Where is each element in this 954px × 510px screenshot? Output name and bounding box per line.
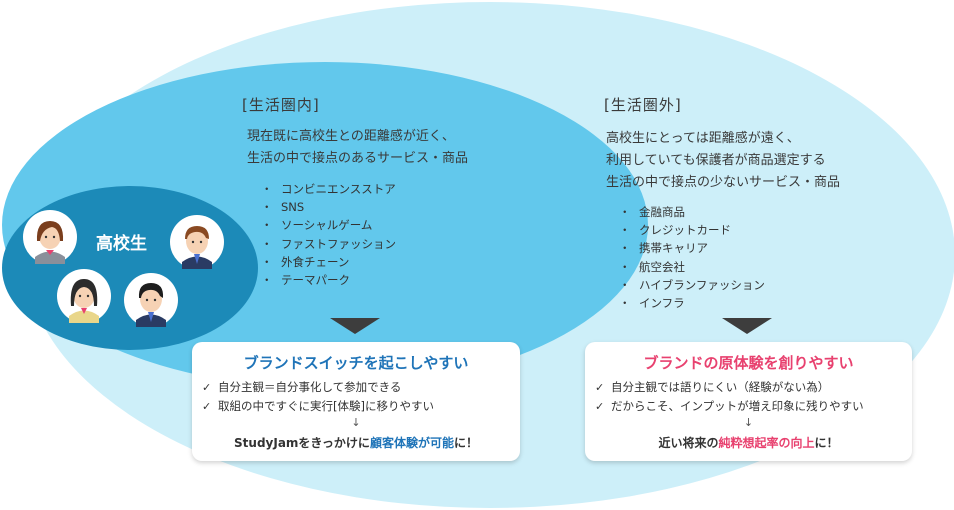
inner-description: 現在既に高校生との距離感が近く、 生活の中で接点のあるサービス・商品 xyxy=(247,126,468,170)
outer-card-title: ブランドの原体験を創りやすい xyxy=(585,352,912,373)
outer-conclusion: 近い将来の純粋想起率の向上に！ xyxy=(585,434,912,451)
list-item: テーマパーク xyxy=(261,271,396,289)
check-item-text: 自分主観＝自分事化して参加できる xyxy=(218,380,401,394)
list-item: ハイブランファッション xyxy=(619,276,765,294)
list-item: 航空会社 xyxy=(619,258,765,276)
list-item: 金融商品 xyxy=(619,203,765,221)
student-avatar-boy-1-icon xyxy=(170,215,224,269)
outer-item-list: 金融商品 クレジットカード 携帯キャリア 航空会社 ハイブランファッション イン… xyxy=(619,203,765,312)
inner-card-title: ブランドスイッチを起こしやすい xyxy=(192,352,520,373)
list-item: コンビニエンスストア xyxy=(261,180,396,198)
conclusion-text: StudyJamをきっかけに xyxy=(234,436,370,450)
student-avatar-girl-1-icon xyxy=(23,210,77,264)
list-item: 携帯キャリア xyxy=(619,239,765,257)
student-avatar-boy-2-icon xyxy=(124,273,178,327)
outer-description-line: 利用していても保護者が商品選定する xyxy=(606,150,840,172)
check-icon: ✓ xyxy=(595,378,604,397)
outer-heading: [生活圏外] xyxy=(604,94,682,115)
list-item: ファストファッション xyxy=(261,235,396,253)
check-item: ✓ 自分主観＝自分事化して参加できる xyxy=(202,378,434,397)
list-item: 外食チェーン xyxy=(261,253,396,271)
list-item: SNS xyxy=(261,198,396,216)
outer-description-line: 高校生にとっては距離感が遠く、 xyxy=(606,128,840,150)
inner-down-arrow-icon: ↓ xyxy=(192,416,520,429)
conclusion-highlight: 顧客体験が可能 xyxy=(370,436,454,450)
student-avatar-girl-2-icon xyxy=(57,269,111,323)
check-item-text: 自分主観では語りにくい（経験がない為） xyxy=(611,380,829,394)
list-item: ソーシャルゲーム xyxy=(261,216,396,234)
inner-description-line: 現在既に高校生との距離感が近く、 xyxy=(247,126,468,148)
check-item-text: だからこそ、インプットが増え印象に残りやすい xyxy=(611,399,864,413)
list-item: クレジットカード xyxy=(619,221,765,239)
outer-down-arrow-icon: ↓ xyxy=(585,416,912,429)
outer-description-line: 生活の中で接点の少ないサービス・商品 xyxy=(606,172,840,194)
core-label: 高校生 xyxy=(96,229,147,254)
conclusion-text: 近い将来の xyxy=(658,436,718,450)
check-icon: ✓ xyxy=(202,378,211,397)
conclusion-highlight: 純粋想起率の向上 xyxy=(718,436,814,450)
check-item: ✓ 自分主観では語りにくい（経験がない為） xyxy=(595,378,864,397)
outer-description: 高校生にとっては距離感が遠く、 利用していても保護者が商品選定する 生活の中で接… xyxy=(606,128,840,194)
list-item: インフラ xyxy=(619,294,765,312)
inner-check-list: ✓ 自分主観＝自分事化して参加できる ✓ 取組の中ですぐに実行[体験]に移りやすい xyxy=(202,378,434,416)
inner-result-card: ブランドスイッチを起こしやすい ✓ 自分主観＝自分事化して参加できる ✓ 取組の中で… xyxy=(192,342,520,461)
check-icon: ✓ xyxy=(202,397,211,416)
check-item-text: 取組の中ですぐに実行[体験]に移りやすい xyxy=(218,399,434,413)
conclusion-text: に！ xyxy=(815,436,839,450)
inner-item-list: コンビニエンスストア SNS ソーシャルゲーム ファストファッション 外食チェー… xyxy=(261,180,396,289)
check-item: ✓ だからこそ、インプットが増え印象に残りやすい xyxy=(595,397,864,416)
inner-conclusion: StudyJamをきっかけに顧客体験が可能に！ xyxy=(192,434,520,451)
check-icon: ✓ xyxy=(595,397,604,416)
conclusion-text: に！ xyxy=(454,436,478,450)
inner-description-line: 生活の中で接点のあるサービス・商品 xyxy=(247,148,468,170)
inner-heading: [生活圏内] xyxy=(242,94,320,115)
outer-check-list: ✓ 自分主観では語りにくい（経験がない為） ✓ だからこそ、インプットが増え印象に残… xyxy=(595,378,864,416)
check-item: ✓ 取組の中ですぐに実行[体験]に移りやすい xyxy=(202,397,434,416)
core-ellipse-students xyxy=(2,186,258,350)
outer-result-card: ブランドの原体験を創りやすい ✓ 自分主観では語りにくい（経験がない為） ✓ だから… xyxy=(585,342,912,461)
